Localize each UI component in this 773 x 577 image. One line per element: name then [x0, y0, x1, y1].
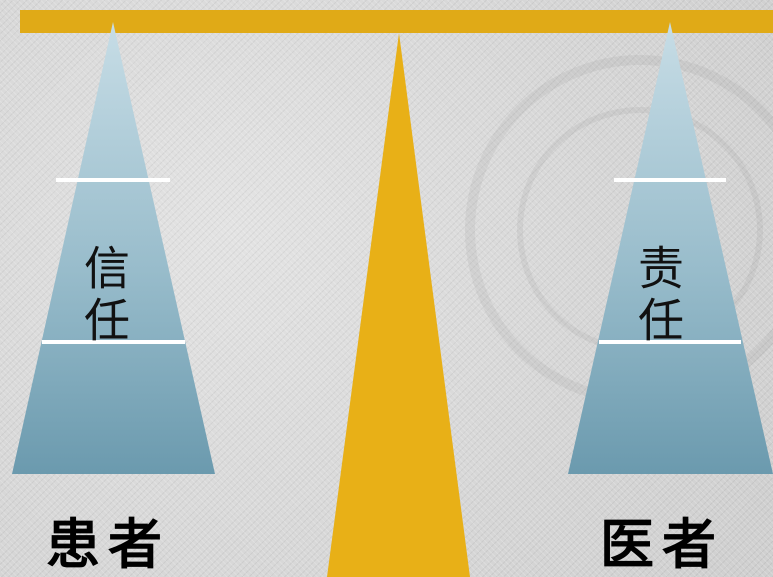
left-pyramid-text: 信任 [77, 244, 131, 348]
doctor-label: 医者 [600, 512, 724, 576]
right-pyramid [568, 22, 773, 474]
patient-label: 患者 [46, 512, 170, 576]
left-pyramid [12, 22, 215, 474]
scale-pole [327, 33, 470, 577]
right-pyramid-text: 责任 [631, 244, 685, 348]
scale-beam [20, 10, 773, 33]
